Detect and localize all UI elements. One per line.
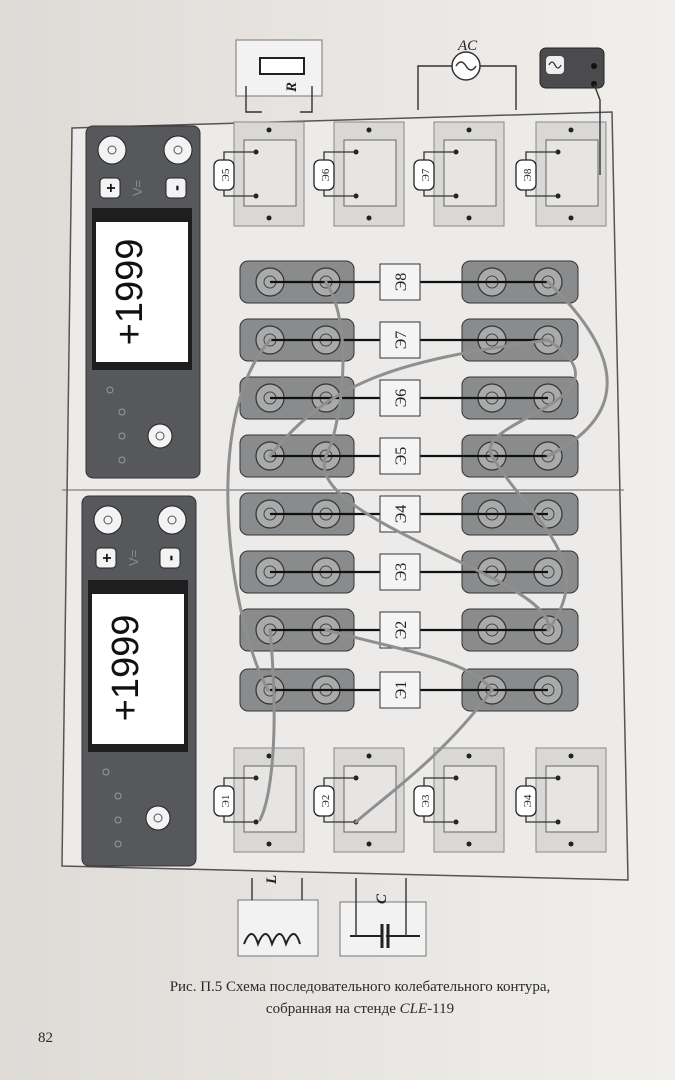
svg-text:+: + bbox=[99, 553, 116, 562]
bus-label-4: Э5 bbox=[393, 447, 410, 466]
ac-source: AC bbox=[417, 38, 517, 110]
svg-text:-: - bbox=[160, 555, 180, 561]
meter-bottom: +1999 + - V= bbox=[81, 495, 197, 867]
bus-label-3: Э6 bbox=[393, 389, 410, 408]
bottom-slot-3: Э3 bbox=[413, 747, 505, 853]
top-slot-4: Э8 bbox=[515, 121, 607, 227]
top-slot-label-4: Э8 bbox=[522, 168, 534, 181]
bus-row-7: Э2 bbox=[239, 608, 579, 652]
bus-row-6: Э3 bbox=[239, 550, 579, 594]
inductor: L bbox=[237, 875, 319, 957]
bus-label-8: Э1 bbox=[393, 681, 410, 700]
bus-row-3: Э6 bbox=[239, 376, 579, 420]
bottom-slot-2: Э2 bbox=[313, 747, 405, 853]
page-number: 82 bbox=[38, 1030, 53, 1046]
svg-text:L: L bbox=[264, 875, 280, 885]
bottom-slot-1: Э1 bbox=[213, 747, 305, 853]
top-slot-2: Э6 bbox=[313, 121, 405, 227]
meter-bottom-reading: +1999 bbox=[105, 615, 147, 722]
bus-label-6: Э3 bbox=[393, 563, 410, 582]
bus-label-5: Э4 bbox=[393, 505, 410, 524]
caption-line-2: собранная на стенде CLE-119 bbox=[265, 1001, 455, 1017]
svg-text:AC: AC bbox=[457, 38, 478, 54]
capacitor: C bbox=[339, 878, 427, 957]
meter-top-reading: +1999 bbox=[109, 239, 151, 346]
resistor: R bbox=[235, 39, 323, 113]
bus-label-7: Э2 bbox=[393, 621, 410, 640]
svg-text:V=: V= bbox=[130, 180, 145, 196]
bus-row-1: Э8 bbox=[239, 260, 579, 304]
bottom-slot-label-2: Э2 bbox=[320, 795, 332, 808]
figure-caption: Рис. П.5 Схема последовательного колебат… bbox=[70, 976, 650, 1020]
bus-label-1: Э8 bbox=[393, 273, 410, 292]
top-slot-1: Э5 bbox=[213, 121, 305, 227]
bottom-slot-label-3: Э3 bbox=[420, 794, 432, 807]
bus-row-2: Э7 bbox=[239, 318, 579, 362]
top-slot-label-1: Э5 bbox=[220, 168, 232, 181]
top-slot-label-3: Э7 bbox=[420, 168, 432, 181]
bus-row-4: Э5 bbox=[239, 434, 579, 478]
bus-row-8: Э1 bbox=[239, 668, 579, 712]
caption-line-1: Рис. П.5 Схема последовательного колебат… bbox=[169, 979, 551, 995]
bottom-slot-4: Э4 bbox=[515, 747, 607, 853]
svg-text:-: - bbox=[166, 185, 186, 191]
svg-text:+: + bbox=[103, 183, 120, 192]
bus-row-5: Э4 bbox=[239, 492, 579, 536]
bus-label-2: Э7 bbox=[393, 331, 410, 350]
bottom-slot-label-4: Э4 bbox=[522, 794, 534, 807]
meter-top: +1999 + - V= bbox=[85, 125, 201, 479]
svg-text:V=: V= bbox=[126, 550, 141, 566]
svg-text:R: R bbox=[284, 82, 300, 93]
generator-module bbox=[539, 47, 605, 175]
svg-text:C: C bbox=[374, 893, 390, 904]
top-slot-label-2: Э6 bbox=[320, 168, 332, 181]
bottom-slot-label-1: Э1 bbox=[220, 795, 232, 808]
top-slot-3: Э7 bbox=[413, 121, 505, 227]
